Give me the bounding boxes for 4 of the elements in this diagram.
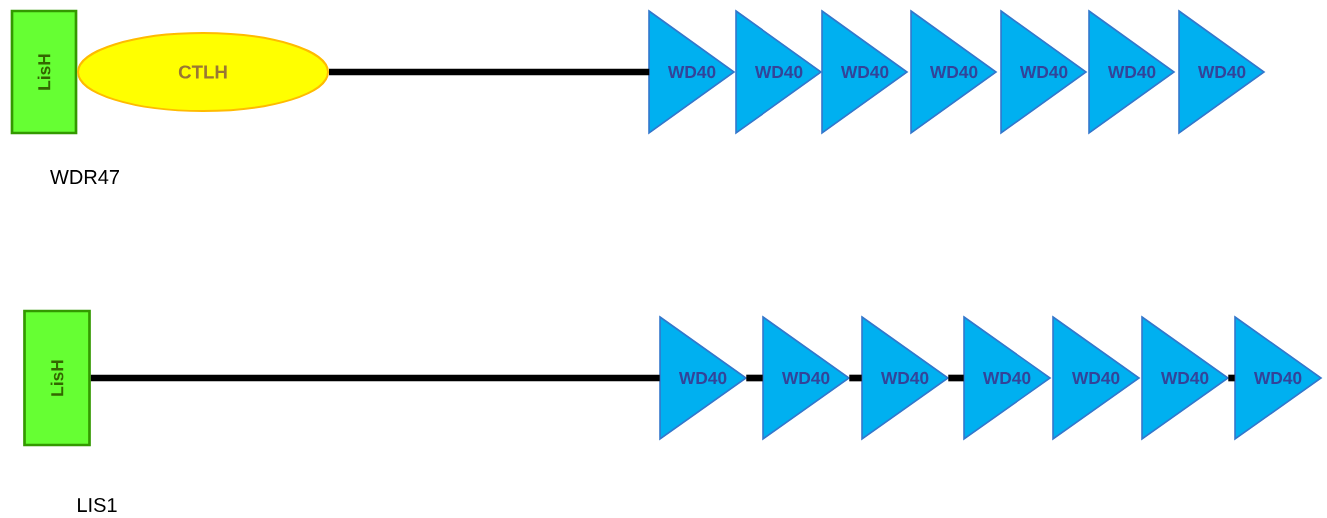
protein-name: WDR47 [50,170,119,184]
domain-box: LisH [23,309,91,447]
protein-name: LIS1 [78,497,117,513]
domain-box: LisH [10,9,78,135]
